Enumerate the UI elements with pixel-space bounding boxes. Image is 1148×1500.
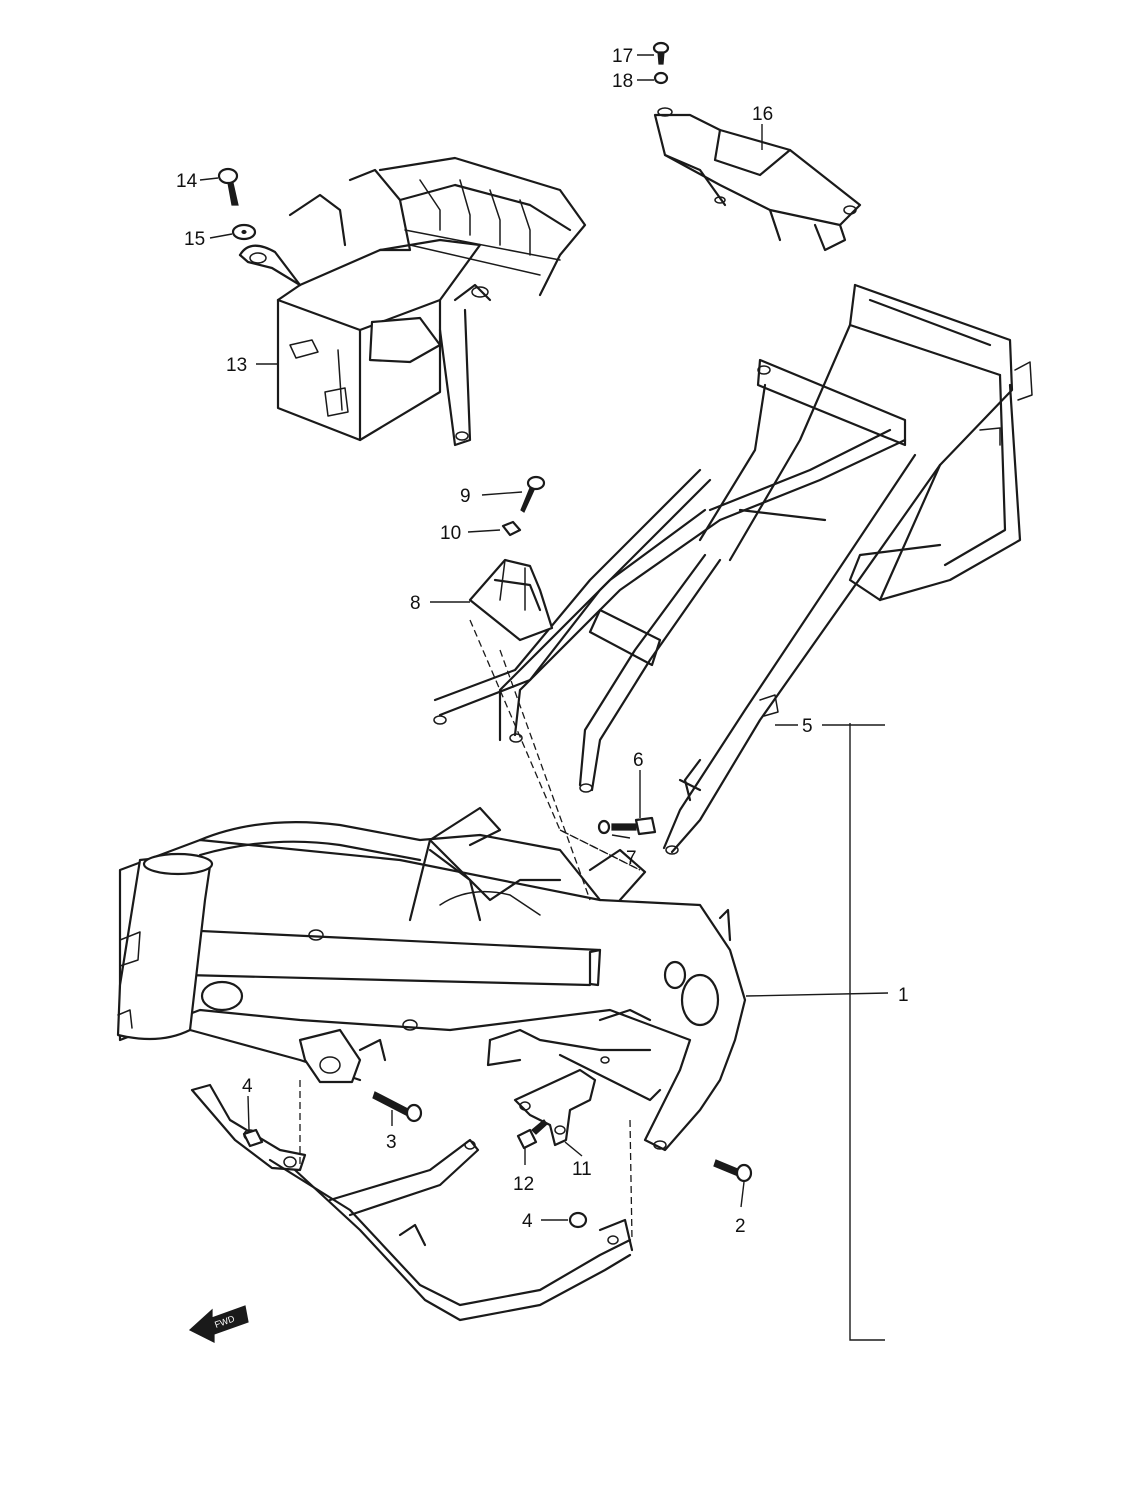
bolt-17-part — [652, 41, 670, 65]
callout-17: 17 — [612, 46, 633, 67]
callout-10: 10 — [440, 523, 461, 544]
bolt-12-part — [516, 1119, 548, 1150]
callout-15: 15 — [184, 229, 205, 250]
callout-1: 1 — [898, 985, 909, 1006]
callout-16: 16 — [752, 104, 773, 125]
washer-15-part — [231, 223, 257, 241]
callout-4-lower: 4 — [522, 1211, 533, 1232]
leader-lines — [199, 54, 889, 1341]
bracket-8-part — [468, 558, 554, 642]
callout-12: 12 — [513, 1174, 534, 1195]
main-frame-part — [116, 806, 747, 1152]
rear-subframe-part — [433, 283, 1033, 855]
callout-3: 3 — [386, 1132, 397, 1153]
callout-8: 8 — [410, 593, 421, 614]
callout-13: 13 — [226, 355, 247, 376]
forward-arrow-icon: FWD — [188, 1305, 249, 1343]
callout-4-upper: 4 — [242, 1076, 253, 1097]
guide-lines — [299, 619, 641, 1241]
bolt-3-part — [372, 1091, 423, 1123]
callout-14: 14 — [176, 171, 198, 192]
battery-box-part — [238, 156, 587, 447]
bolt-2-part — [713, 1159, 753, 1183]
washer-7-part — [597, 819, 611, 835]
callout-7: 7 — [626, 848, 637, 869]
lower-cradle-part — [190, 1083, 634, 1322]
bolt-6-part — [611, 816, 657, 836]
callout-6: 6 — [633, 750, 644, 771]
nut-4b-part — [568, 1211, 588, 1229]
callout-labels: 17 18 16 14 15 13 9 10 8 5 6 7 1 4 3 11 … — [176, 46, 909, 1237]
nut-4a-part — [242, 1128, 264, 1148]
washer-18-part — [653, 71, 669, 85]
bracket-16-part — [653, 107, 862, 252]
callout-9: 9 — [460, 486, 471, 507]
callout-18: 18 — [612, 71, 633, 92]
nut-10-part — [501, 520, 522, 537]
callout-11: 11 — [572, 1159, 592, 1180]
link-11-part — [513, 1068, 597, 1147]
callout-5: 5 — [802, 716, 813, 737]
bolt-9-part — [520, 475, 546, 513]
bolt-14-part — [217, 167, 239, 206]
callout-2: 2 — [735, 1216, 746, 1237]
